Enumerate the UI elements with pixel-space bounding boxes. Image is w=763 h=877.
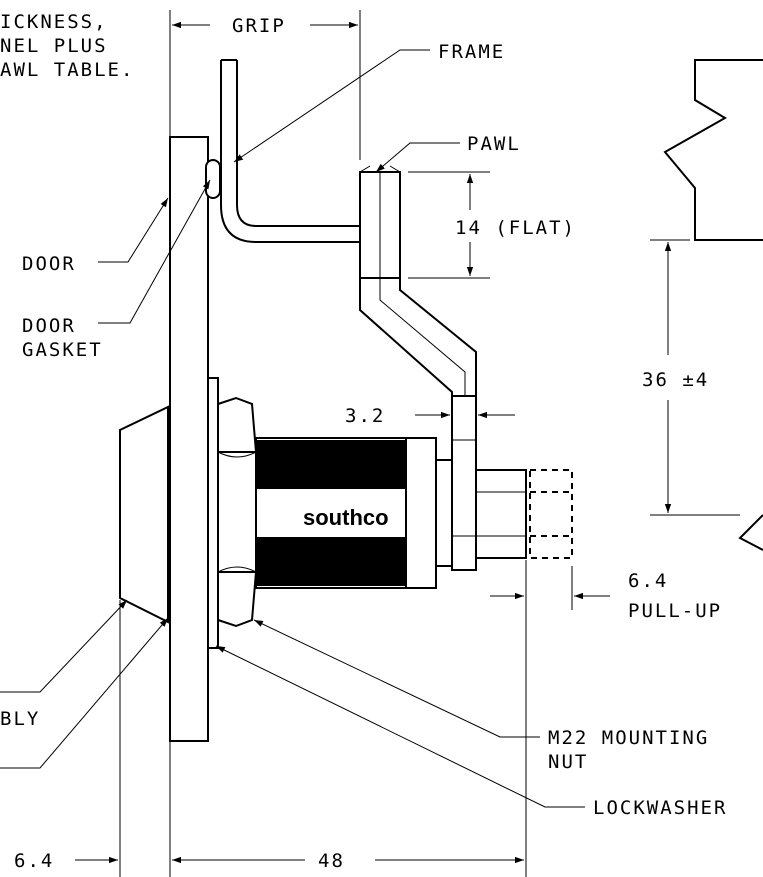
door-gasket-label-line2: GASKET [22,339,103,361]
grip-label: GRIP [232,15,286,37]
frame-break-top [663,59,763,241]
dim-36-label: 36 ±4 [642,369,709,391]
mounting-nut [217,396,257,628]
cam-screw [475,469,573,559]
thickness-note-line3: AWL TABLE. [0,59,134,81]
threaded-body [255,437,457,589]
pawl [359,165,477,571]
thickness-note-line1: ICKNESS, [0,11,108,33]
mounting-nut-label-line2: NUT [548,751,588,773]
lockwasher-label: LOCKWASHER [593,797,727,819]
door-label: DOOR [22,253,76,275]
assembly-label: BLY [0,708,40,730]
dim-3-2-label: 3.2 [345,405,385,427]
pull-up-value: 6.4 [628,570,668,592]
brand-logo: southco [303,505,389,530]
pull-up-label: PULL-UP [628,600,722,622]
door-panel [169,136,209,742]
bezel-assembly [119,405,169,624]
lockwasher [207,377,219,649]
extension-lines [119,10,740,877]
frame-label: FRAME [438,41,505,63]
frame-break-bottom [738,514,763,551]
flat-dimension-label: 14 (FLAT) [455,217,576,239]
pawl-label: PAWL [467,133,521,155]
frame [220,59,360,243]
mounting-nut-label-line1: M22 MOUNTING [548,727,709,749]
door-gasket-label-line1: DOOR [22,315,76,337]
door-gasket [205,159,221,199]
dim-48-label: 48 [318,850,345,872]
dim-6-4-bottom-label: 6.4 [14,850,54,872]
thickness-note-line2: NEL PLUS [0,35,108,57]
leaders [0,49,585,808]
